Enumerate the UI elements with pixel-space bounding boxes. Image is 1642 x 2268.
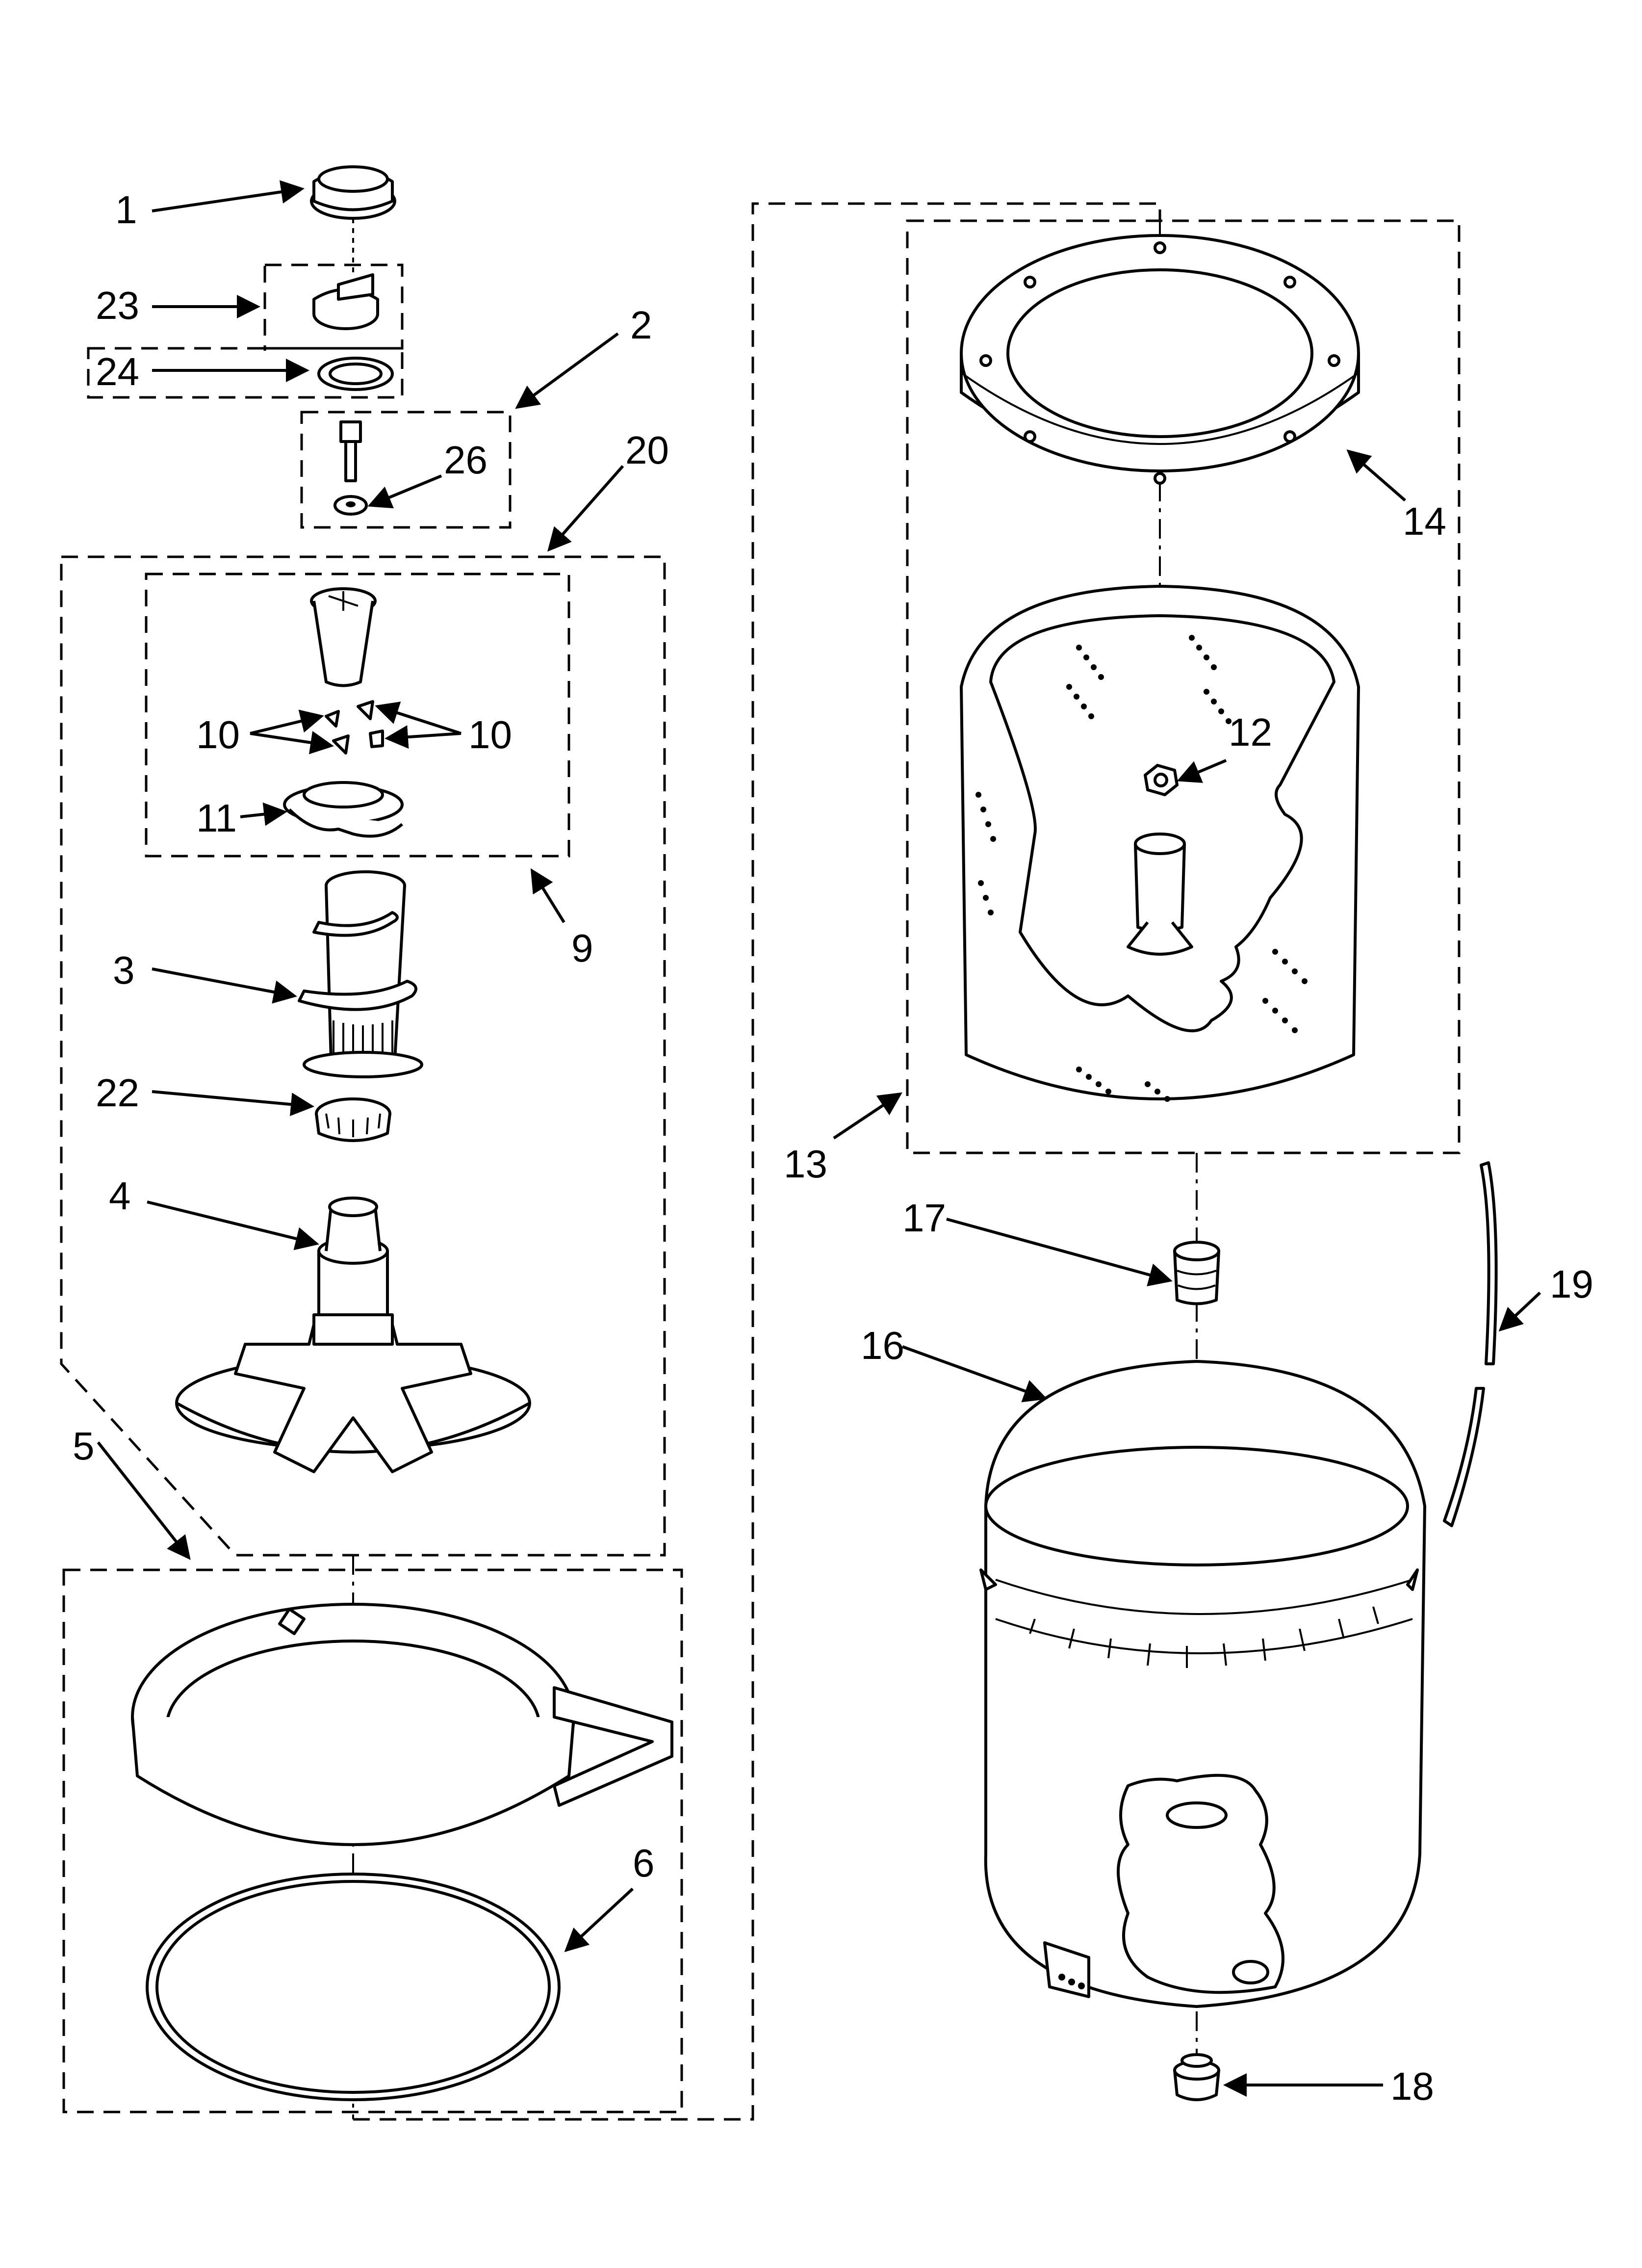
callout-labels: 1 2 3 4 5 6 9 10 10 11 12 13 14 16 17 18… [73, 188, 1593, 2108]
callout-19: 19 [1550, 1262, 1593, 1306]
callout-2: 2 [630, 303, 652, 347]
group-box-2 [300, 411, 512, 529]
callout-23: 23 [96, 284, 139, 327]
callout-6: 6 [633, 1841, 655, 1885]
hose-icon [1443, 1161, 1498, 1527]
agitator-base-icon [175, 1197, 531, 1473]
group-box-20 [60, 555, 666, 1557]
callout-5: 5 [73, 1424, 95, 1468]
callout-1: 1 [115, 188, 137, 232]
group-box-5 [62, 1568, 683, 2113]
bolt-icon [339, 420, 362, 482]
callout-9: 9 [571, 926, 593, 970]
callout-26: 26 [444, 438, 487, 482]
callout-14: 14 [1403, 499, 1446, 543]
tub-seal-icon [146, 1873, 561, 2101]
basket-perforations [975, 635, 1308, 1102]
callout-11: 11 [196, 796, 237, 840]
spin-basket-icon [960, 585, 1360, 1102]
tub-ring-icon [131, 1603, 673, 1846]
callout-20: 20 [625, 428, 669, 472]
callout-10-right: 10 [468, 713, 512, 756]
washer-icon [334, 495, 368, 516]
callout-12: 12 [1229, 710, 1272, 754]
outer-tub-icon [979, 1360, 1426, 2008]
callout-4: 4 [109, 1174, 131, 1218]
agitator-cam-icon [310, 587, 377, 687]
callout-16: 16 [861, 1324, 904, 1367]
group-box-23 [263, 263, 404, 351]
callout-22: 22 [96, 1071, 139, 1115]
group-boxes [60, 202, 1461, 2121]
auger-icon [298, 870, 423, 1078]
group-box-9 [145, 573, 570, 858]
balance-ring-icon [960, 234, 1360, 485]
connector-5-13 [353, 202, 1161, 2121]
group-box-24 [87, 347, 404, 399]
group-box-13 [906, 219, 1461, 1154]
callout-3: 3 [113, 948, 135, 992]
drive-nut-icon [1144, 764, 1179, 796]
callout-13: 13 [784, 1142, 827, 1186]
agitator-dogs-icon [325, 700, 384, 755]
drain-plug-icon [1173, 2053, 1220, 2101]
gasket-ring-icon [317, 357, 394, 391]
cap-insert-icon [312, 273, 379, 330]
callout-18: 18 [1390, 2064, 1434, 2108]
cam-base-icon [283, 781, 404, 838]
callout-17: 17 [902, 1196, 946, 1240]
agitator-cap-icon [310, 165, 396, 275]
hub-icon [1173, 1241, 1220, 1305]
bearing-icon [315, 1097, 391, 1142]
callout-10-left: 10 [196, 713, 240, 756]
callout-24: 24 [96, 350, 139, 393]
leader-arrows [97, 180, 1541, 2097]
